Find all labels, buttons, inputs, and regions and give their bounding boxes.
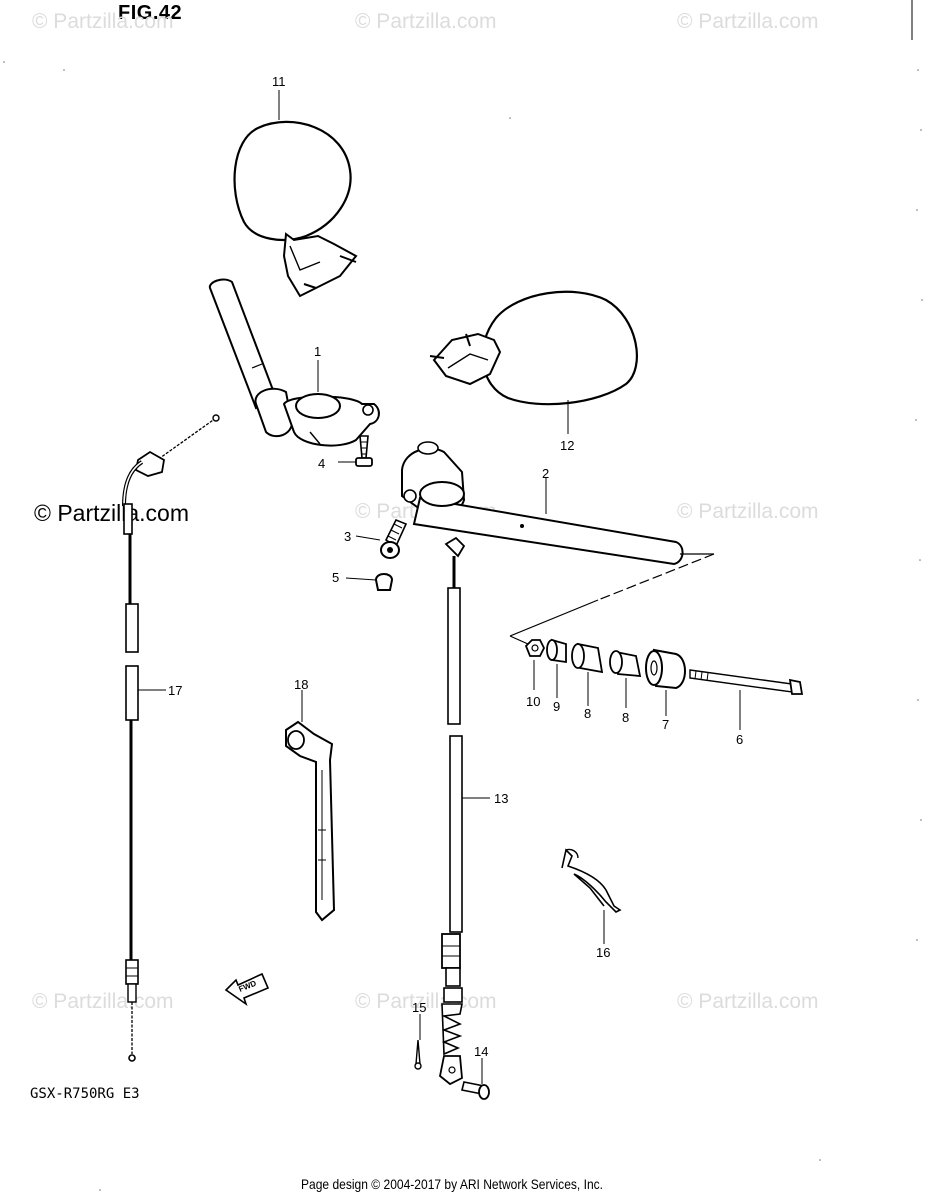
callout-14: 14: [474, 1044, 488, 1059]
part-15-cotter-pin[interactable]: [414, 1039, 422, 1070]
part-8-weight-a[interactable]: [571, 642, 604, 674]
callout-3: 3: [344, 529, 351, 544]
callout-10: 10: [526, 694, 540, 709]
callout-6: 6: [736, 732, 743, 747]
leader-lines: [138, 90, 741, 1084]
part-14-bolt[interactable]: [461, 1081, 490, 1100]
scan-speckle: [3, 61, 923, 1191]
watermark-text: © Partzilla.com: [32, 990, 174, 1013]
part-12-right-mirror[interactable]: [429, 290, 639, 406]
page-footer: Page design © 2004-2017 by ARI Network S…: [301, 1176, 604, 1192]
assembly-reference-lines: [509, 553, 715, 645]
callout-17: 17: [168, 683, 182, 698]
part-13-cable[interactable]: [439, 536, 466, 1086]
part-18-clamp[interactable]: [285, 720, 336, 922]
watermark-text: © Partzilla.com: [677, 10, 819, 33]
fwd-arrow-icon: FWD: [224, 972, 270, 1007]
part-17-cable[interactable]: [122, 414, 220, 1062]
part-8-weight-b[interactable]: [609, 650, 642, 678]
part-9-spacer[interactable]: [546, 638, 567, 664]
part-3-bolt[interactable]: [380, 518, 408, 559]
part-4-bolt[interactable]: [355, 435, 373, 467]
callout-2: 2: [542, 466, 549, 481]
part-5-cap[interactable]: [374, 573, 394, 591]
model-code: GSX-R750RG E3: [30, 1086, 140, 1102]
callout-12: 12: [560, 438, 574, 453]
part-6-long-bolt[interactable]: [689, 669, 804, 695]
watermark-text: © Partzilla.com: [355, 10, 497, 33]
watermark-text: © Partzilla.com: [32, 10, 174, 33]
callout-15: 15: [412, 1000, 426, 1015]
callout-8b: 8: [622, 710, 629, 725]
callout-1: 1: [314, 344, 321, 359]
callout-8a: 8: [584, 706, 591, 721]
figure-title: FIG.42: [118, 2, 183, 24]
callout-18: 18: [294, 677, 308, 692]
callout-11: 11: [272, 74, 286, 89]
part-2-right-handlebar[interactable]: [401, 441, 684, 566]
callout-7: 7: [662, 717, 669, 732]
part-11-left-mirror[interactable]: [233, 120, 358, 298]
callout-13: 13: [494, 791, 508, 806]
callout-9: 9: [553, 699, 560, 714]
callout-16: 16: [596, 945, 610, 960]
watermark-text-dark: © Partzilla.com: [34, 500, 189, 526]
part-7-end-weight[interactable]: [645, 648, 686, 690]
watermark-text: © Partzilla.com: [677, 500, 819, 523]
part-16-wire-clip[interactable]: [561, 848, 622, 913]
watermark-text: © Partzilla.com: [677, 990, 819, 1013]
callout-5: 5: [332, 570, 339, 585]
part-10-nut[interactable]: [524, 639, 546, 657]
callout-4: 4: [318, 456, 325, 471]
part-1-left-handlebar[interactable]: [208, 278, 380, 447]
